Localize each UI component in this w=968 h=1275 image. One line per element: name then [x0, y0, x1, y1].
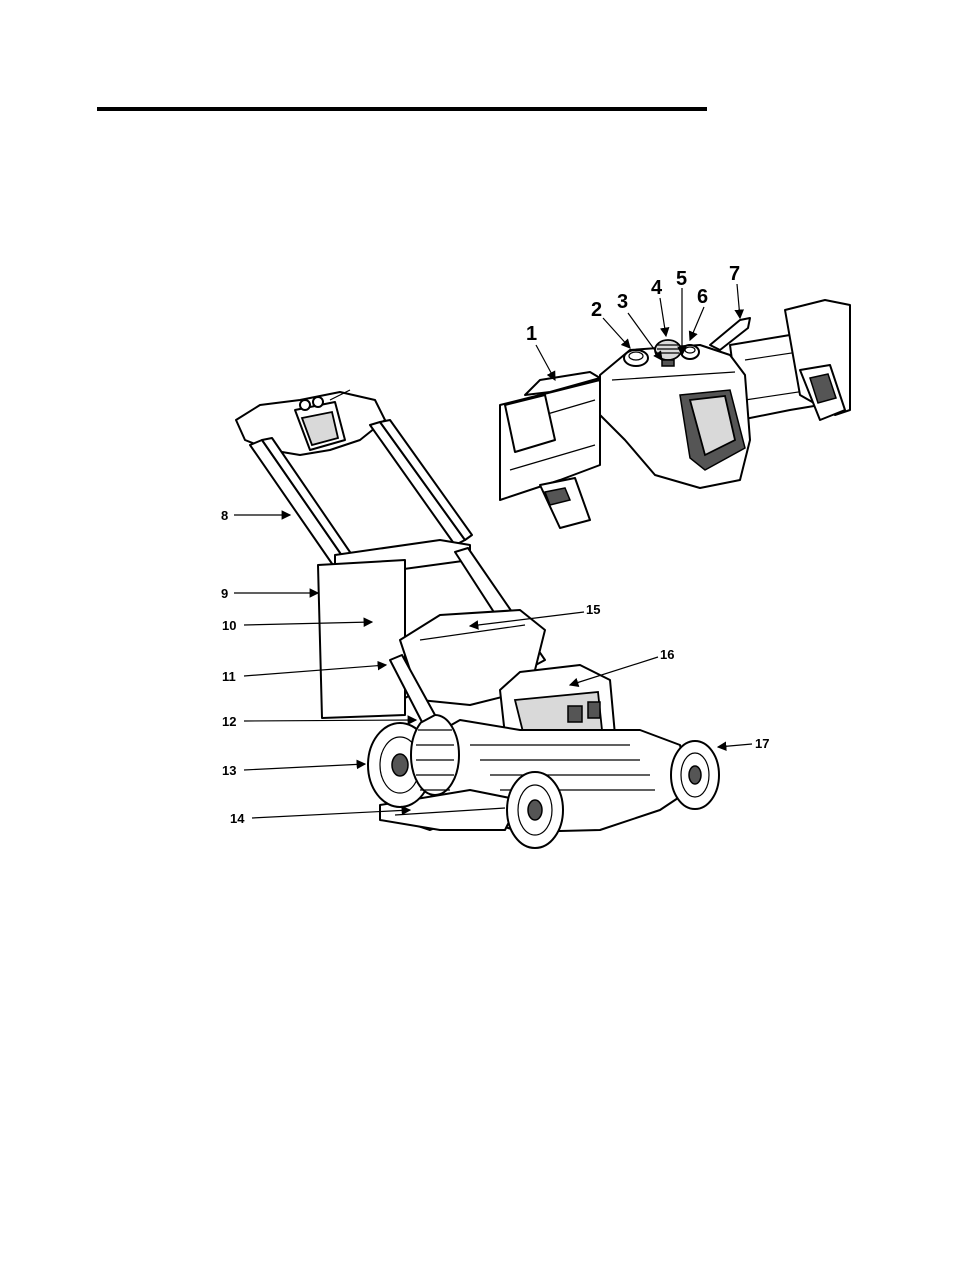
callout-14: 14 [230, 811, 245, 826]
callout-8: 8 [221, 508, 228, 523]
callout-13: 13 [222, 763, 236, 778]
callout-7: 7 [729, 263, 740, 285]
handle-detail-inset [500, 300, 850, 528]
callout-5: 5 [676, 268, 687, 290]
callout-15: 15 [586, 602, 600, 617]
callout-11: 11 [222, 669, 236, 684]
callout-2: 2 [591, 299, 602, 321]
callout-3: 3 [617, 291, 628, 313]
callout-10: 10 [222, 618, 236, 633]
callout-9: 9 [221, 586, 228, 601]
front-wheel-right [671, 741, 719, 809]
front-wheel-left [507, 772, 563, 848]
callout-4: 4 [651, 277, 663, 299]
callout-12: 12 [222, 714, 236, 729]
callout-1: 1 [526, 323, 537, 345]
callout-17: 17 [755, 736, 769, 751]
rear-wheel-right [411, 715, 459, 795]
callout-16: 16 [660, 647, 674, 662]
callout-6: 6 [697, 286, 708, 308]
